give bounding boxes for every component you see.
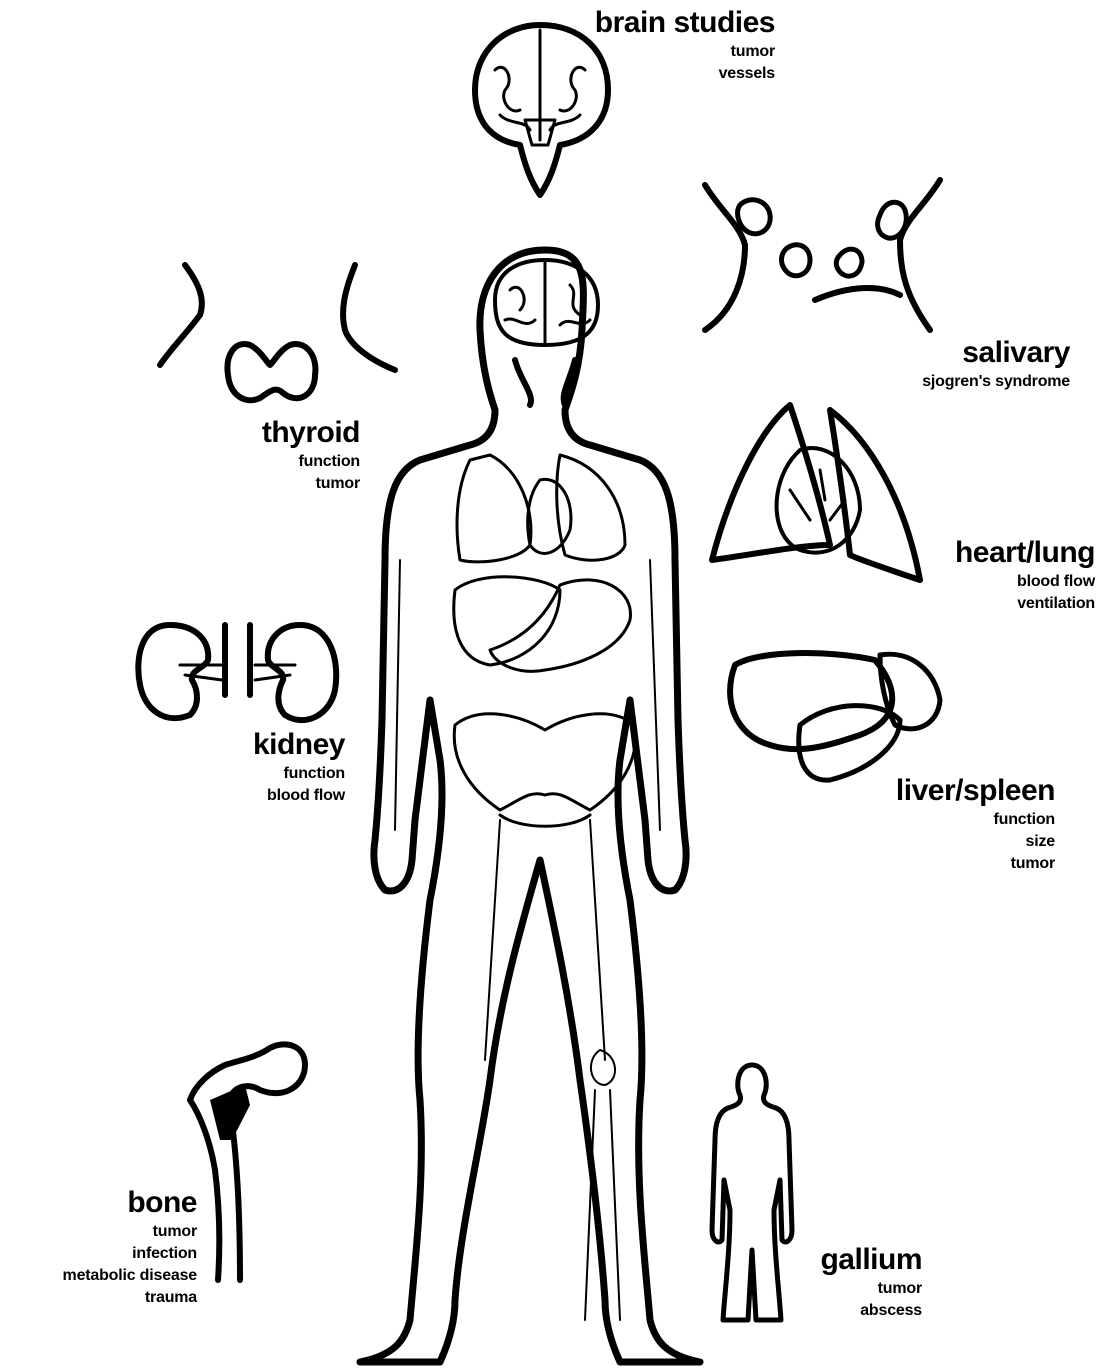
thyroid-item-1: function <box>210 454 360 470</box>
salivary-item-1: sjogren's syndrome <box>840 374 1070 390</box>
thyroid-title: thyroid <box>210 418 360 448</box>
gallium-item-1: tumor <box>790 1281 922 1297</box>
salivary-illustration <box>705 180 940 330</box>
liver-spleen-label: liver/spleen function size tumor <box>850 776 1055 872</box>
salivary-title: salivary <box>840 338 1070 368</box>
kidney-illustration <box>138 625 336 720</box>
kidney-title: kidney <box>200 730 345 760</box>
bone-title: bone <box>5 1188 197 1218</box>
brain-item-1: tumor <box>560 44 775 60</box>
bone-item-4: trauma <box>5 1290 197 1306</box>
liver-spleen-item-2: size <box>850 834 1055 850</box>
brain-item-2: vessels <box>560 66 775 82</box>
bone-illustration <box>190 1044 305 1280</box>
kidney-item-1: function <box>200 766 345 782</box>
liver-spleen-item-3: tumor <box>850 856 1055 872</box>
bone-label: bone tumor infection metabolic disease t… <box>5 1188 197 1306</box>
heart-lung-item-1: blood flow <box>900 574 1095 590</box>
brain-label: brain studies tumor vessels <box>560 8 775 82</box>
salivary-label: salivary sjogren's syndrome <box>840 338 1070 390</box>
gallium-item-2: abscess <box>790 1303 922 1319</box>
brain-title: brain studies <box>560 8 775 38</box>
thyroid-item-2: tumor <box>210 476 360 492</box>
bone-item-1: tumor <box>5 1224 197 1240</box>
kidney-item-2: blood flow <box>200 788 345 804</box>
gallium-figure-illustration <box>712 1065 792 1320</box>
bone-item-3: metabolic disease <box>5 1268 197 1284</box>
bone-item-2: infection <box>5 1246 197 1262</box>
kidney-label: kidney function blood flow <box>200 730 345 804</box>
thyroid-illustration <box>160 265 395 400</box>
heart-lung-item-2: ventilation <box>900 596 1095 612</box>
heart-lung-label: heart/lung blood flow ventilation <box>900 538 1095 612</box>
gallium-label: gallium tumor abscess <box>790 1245 922 1319</box>
heart-lung-illustration <box>712 405 920 580</box>
thyroid-label: thyroid function tumor <box>210 418 360 492</box>
liver-spleen-title: liver/spleen <box>850 776 1055 806</box>
liver-spleen-item-1: function <box>850 812 1055 828</box>
gallium-title: gallium <box>790 1245 922 1275</box>
human-body-figure <box>360 250 700 1362</box>
heart-lung-title: heart/lung <box>900 538 1095 568</box>
liver-spleen-illustration <box>730 653 940 780</box>
